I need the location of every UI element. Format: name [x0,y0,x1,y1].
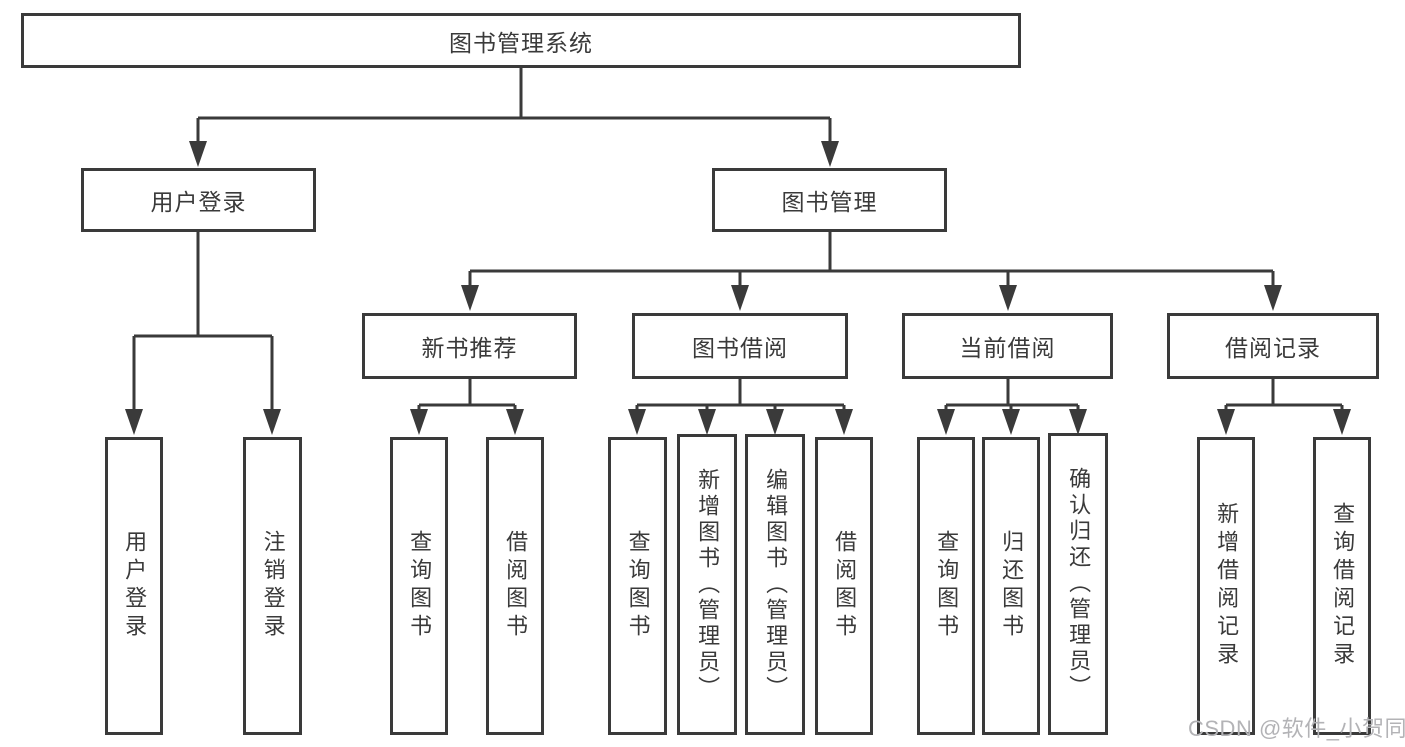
leaf-logout-label: 注销登录 [260,530,286,642]
leaf-borrow-books-newbook: 借阅图书 [486,437,544,735]
node-user-login: 用户登录 [81,168,316,232]
leaf-borrow-books-borrow-label: 借阅图书 [832,530,858,642]
leaf-edit-books-admin-label: 编辑图书（管理员） [763,467,789,702]
leaf-add-books-admin-label: 新增图书（管理员） [695,467,721,702]
csdn-watermark: CSDN @软件_小贺同学 [1188,716,1405,741]
leaf-borrow-books-newbook-label: 借阅图书 [503,530,529,642]
leaf-query-books-current: 查询图书 [917,437,975,735]
leaf-confirm-return-admin: 确认归还（管理员） [1048,433,1108,735]
node-new-book-recommend-label: 新书推荐 [421,335,518,361]
leaf-return-books-label: 归还图书 [999,530,1025,642]
node-new-book-recommend: 新书推荐 [362,313,577,379]
leaf-query-borrow-record-label: 查询借阅记录 [1330,502,1356,670]
leaf-logout: 注销登录 [243,437,302,735]
node-current-borrowing-label: 当前借阅 [959,335,1056,361]
node-book-borrowing-label: 图书借阅 [692,335,788,361]
leaf-return-books: 归还图书 [982,437,1040,735]
leaf-user-login: 用户登录 [105,437,163,735]
node-current-borrowing: 当前借阅 [902,313,1113,379]
leaf-query-books-newbook-label: 查询图书 [407,530,433,642]
leaf-query-books-borrow-label: 查询图书 [625,530,651,642]
node-borrowing-records: 借阅记录 [1167,313,1379,379]
leaf-edit-books-admin: 编辑图书（管理员） [745,434,805,735]
arrowheads [125,141,1351,435]
node-user-login-label: 用户登录 [150,189,247,215]
node-book-borrowing: 图书借阅 [632,313,848,379]
leaf-confirm-return-admin-label: 确认归还（管理员） [1066,467,1092,701]
node-root-system: 图书管理系统 [21,13,1021,68]
leaf-query-books-current-label: 查询图书 [934,530,960,642]
node-root-label: 图书管理系统 [449,29,593,56]
leaf-add-borrow-record-label: 新增借阅记录 [1214,502,1240,670]
node-book-management-label: 图书管理 [781,189,878,215]
leaf-query-books-newbook: 查询图书 [390,437,448,735]
leaf-query-borrow-record: 查询借阅记录 [1313,437,1371,735]
node-borrowing-records-label: 借阅记录 [1225,335,1321,361]
leaf-borrow-books-borrow: 借阅图书 [815,437,873,735]
leaf-user-login-label: 用户登录 [122,530,148,642]
leaf-query-books-borrow: 查询图书 [608,437,667,735]
leaf-add-borrow-record: 新增借阅记录 [1197,437,1255,735]
leaf-add-books-admin: 新增图书（管理员） [677,434,737,735]
node-book-management: 图书管理 [712,168,947,232]
